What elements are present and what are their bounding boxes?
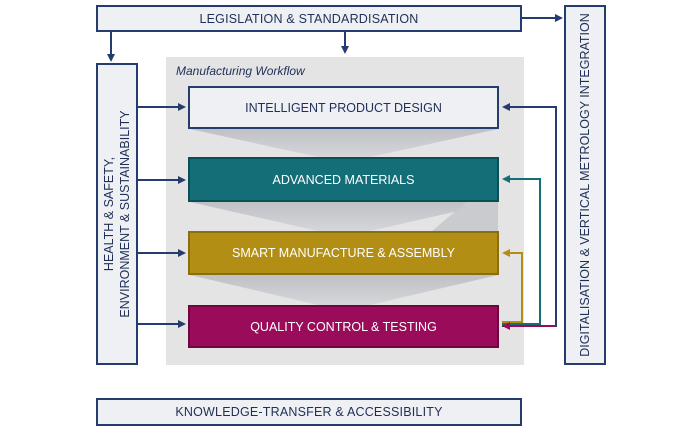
legislation-bar: LEGISLATION & STANDARDISATION [96, 5, 522, 32]
health-safety-label: HEALTH & SAFETY, ENVIRONMENT & SUSTAINAB… [97, 64, 137, 364]
feedback-to-design [502, 103, 557, 327]
stage-smart-manufacture: SMART MANUFACTURE & ASSEMBLY [188, 231, 499, 275]
stage-label: QUALITY CONTROL & TESTING [250, 319, 437, 334]
health-safety-line1: HEALTH & SAFETY, [102, 156, 116, 272]
stage-label: ADVANCED MATERIALS [272, 172, 415, 187]
funnel-1 [190, 129, 498, 157]
knowledge-transfer-label: KNOWLEDGE-TRANSFER & ACCESSIBILITY [175, 405, 443, 419]
digitalisation-text: DIGITALISATION & VERTICAL METROLOGY INTE… [578, 13, 592, 357]
stage-intelligent-product-design: INTELLIGENT PRODUCT DESIGN [188, 86, 499, 129]
funnel-2 [190, 202, 498, 231]
stage-label: INTELLIGENT PRODUCT DESIGN [245, 100, 442, 115]
digitalisation-bar [564, 5, 606, 365]
stage-advanced-materials: ADVANCED MATERIALS [188, 157, 499, 202]
digitalisation-label: DIGITALISATION & VERTICAL METROLOGY INTE… [565, 7, 605, 363]
feedback-to-manufacture [502, 249, 523, 323]
knowledge-transfer-bar: KNOWLEDGE-TRANSFER & ACCESSIBILITY [96, 398, 522, 426]
stage-label: SMART MANUFACTURE & ASSEMBLY [232, 246, 455, 260]
funnel-2-feedback [432, 199, 498, 231]
health-safety-line2: ENVIRONMENT & SUSTAINABILITY [118, 110, 132, 318]
health-safety-bar [96, 63, 138, 365]
funnel-3 [190, 275, 498, 305]
feedback-to-materials [502, 175, 541, 325]
stage-quality-control: QUALITY CONTROL & TESTING [188, 305, 499, 348]
workflow-title: Manufacturing Workflow [176, 64, 305, 78]
legislation-label: LEGISLATION & STANDARDISATION [199, 11, 419, 26]
